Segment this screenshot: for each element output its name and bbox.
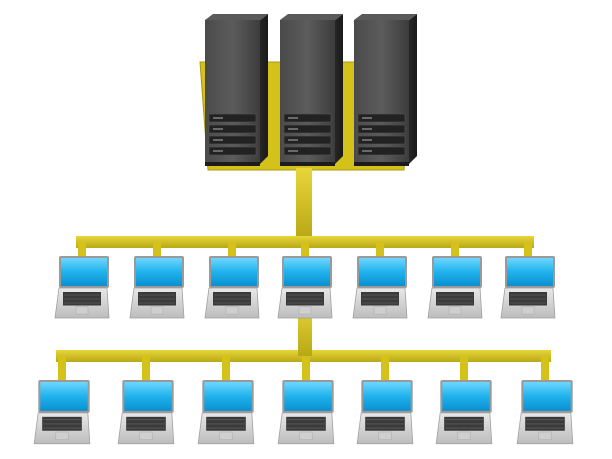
laptop-screen [523,382,571,411]
laptop-trackpad [150,306,164,315]
laptop-icon [54,256,110,319]
server-group [205,14,417,166]
laptop-icon [204,256,260,319]
laptop-screen [507,258,553,286]
drop-cable [302,356,310,390]
laptop-screen [136,258,182,286]
server-tower-icon [205,14,268,166]
laptop-trackpad [55,431,69,440]
drop-cable [381,356,389,390]
laptop-icon [356,380,414,445]
drop-cable [541,356,549,390]
laptop-screen [211,258,257,286]
laptop-icon [33,380,91,445]
laptop-trackpad [225,306,239,315]
drop-cable [301,242,309,266]
laptop-group [33,256,574,445]
laptop-trackpad [521,306,535,315]
drop-cable [524,242,532,266]
laptop-icon [117,380,175,445]
laptop-icon [277,380,335,445]
laptop-screen [284,382,332,411]
drop-cable [78,242,86,266]
laptop-screen [284,258,330,286]
laptop-trackpad [448,306,462,315]
drop-cable [142,356,150,390]
laptop-screen [204,382,252,411]
laptop-icon [516,380,574,445]
laptop-trackpad [373,306,387,315]
drop-cable [460,356,468,390]
laptop-icon [129,256,185,319]
drop-cable [222,356,230,390]
laptop-icon [435,380,493,445]
laptop-screen [40,382,88,411]
laptop-trackpad [378,431,392,440]
laptop-screen [442,382,490,411]
laptop-screen [61,258,107,286]
server-tower-icon [354,14,417,166]
drop-cable [451,242,459,266]
laptop-trackpad [457,431,471,440]
laptop-icon [352,256,408,319]
drop-cable [376,242,384,266]
drop-cable [228,242,236,266]
drop-cable [153,242,161,266]
drop-cable [58,356,66,390]
laptop-screen [363,382,411,411]
laptop-icon [197,380,255,445]
laptop-trackpad [538,431,552,440]
laptop-trackpad [219,431,233,440]
laptop-trackpad [298,306,312,315]
laptop-trackpad [75,306,89,315]
laptop-screen [124,382,172,411]
laptop-screen [434,258,480,286]
laptop-icon [277,256,333,319]
trunk-cable [296,168,312,238]
laptop-trackpad [299,431,313,440]
laptop-trackpad [139,431,153,440]
laptop-screen [359,258,405,286]
laptop-icon [500,256,556,319]
laptop-icon [427,256,483,319]
server-tower-icon [280,14,343,166]
